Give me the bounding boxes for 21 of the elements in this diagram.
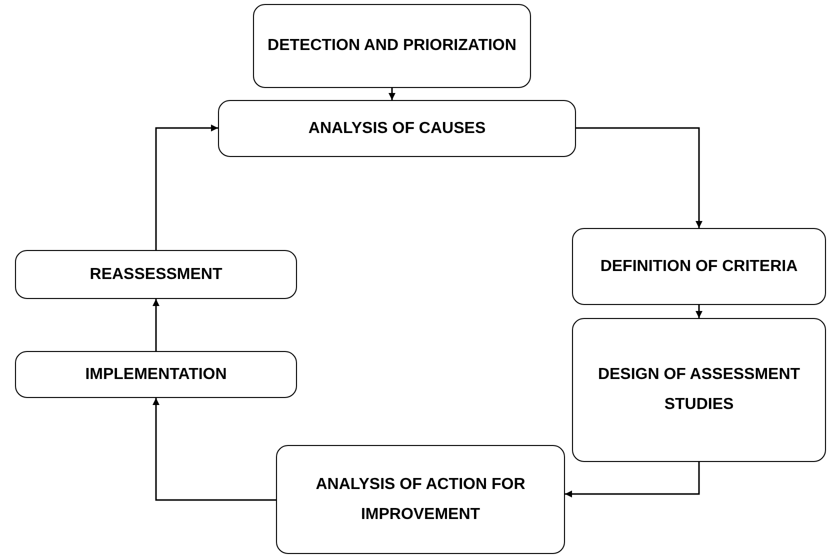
box-label: DESIGN OF ASSESSMENT STUDIES [596, 365, 802, 415]
box-label: ANALYSIS OF ACTION FOR IMPROVEMENT [314, 474, 526, 524]
process-box [276, 445, 565, 554]
arrow [155, 124, 218, 250]
box-label: IMPLEMENTATION [85, 364, 227, 384]
box-label: ANALYSIS OF CAUSES [308, 118, 486, 138]
box-label: DEFINITION OF CRITERIA [600, 256, 798, 276]
arrow [696, 305, 702, 318]
box-label: REASSESSMENT [90, 264, 222, 284]
box-label: DETECTION AND PRIORIZATION [268, 36, 516, 56]
process-box [253, 4, 531, 88]
process-box [15, 351, 297, 398]
process-box [218, 100, 576, 157]
arrow [565, 462, 700, 498]
process-box [572, 228, 826, 305]
arrow [152, 299, 160, 351]
process-box [572, 318, 826, 462]
arrow [576, 127, 702, 228]
process-box [15, 250, 297, 299]
arrow [152, 398, 276, 501]
arrow [388, 88, 396, 100]
